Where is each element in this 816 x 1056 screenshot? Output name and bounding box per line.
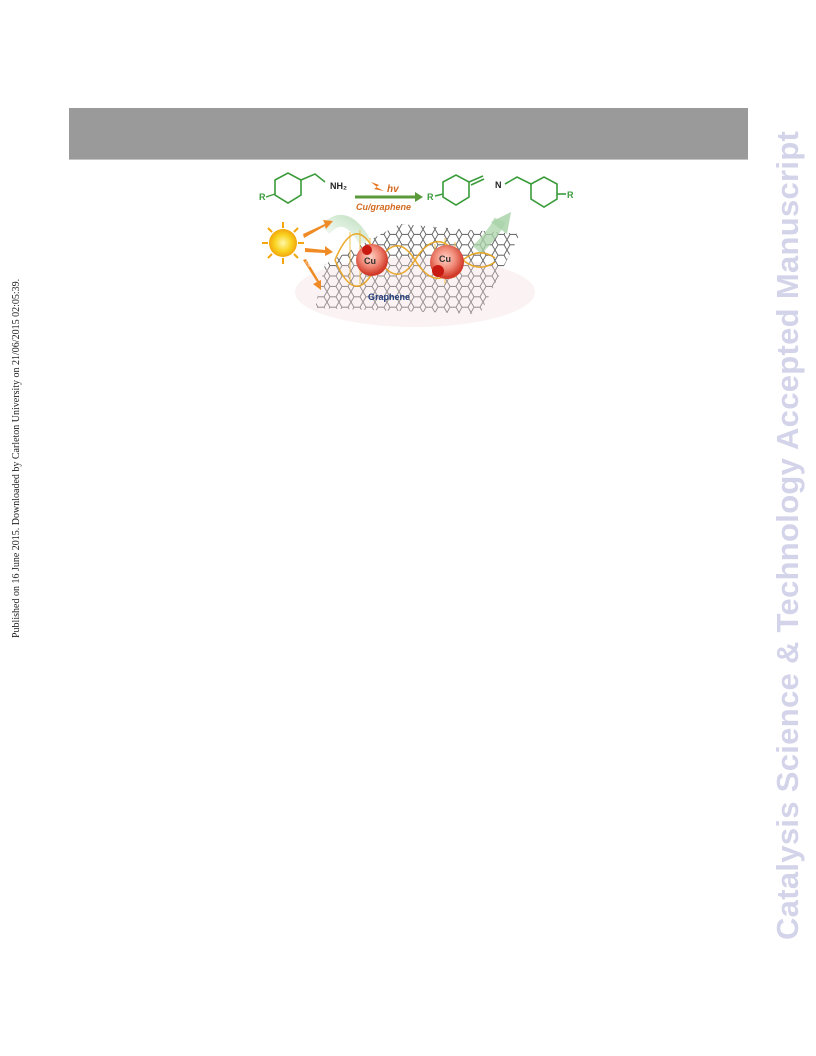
toc-graphic-svg: R NH₂ hv Cu/graphene R N R [259,172,574,327]
copper-label-2: Cu [439,254,451,264]
copper-particle-1: Cu [356,244,388,276]
product-molecule [434,174,566,208]
reactant-flow-arrow [320,214,371,246]
product-substituent-right: R [567,190,574,200]
reactant-group: NH₂ [330,181,347,191]
lightning-icon [371,182,384,191]
graphene-label: Graphene [368,292,410,302]
copper-label-1: Cu [364,256,376,266]
manuscript-watermark: Catalysis Science & Technology Accepted … [770,116,806,940]
watermark-text: Catalysis Science & Technology Accepted … [770,130,805,940]
reaction-arrow [355,192,423,202]
reactant-molecule [274,172,326,204]
publication-stamp: Published on 16 June 2015. Downloaded by… [11,248,26,638]
product-substituent-left: R [427,192,434,202]
toc-graphic: R NH₂ hv Cu/graphene R N R [255,172,580,327]
reactant-substituent: R [259,192,266,202]
sun-icon [262,222,304,264]
product-imine-atom: N [495,180,502,190]
copper-particle-2: Cu [430,245,464,279]
arrow-condition-catalyst: Cu/graphene [356,202,411,212]
publication-note: Published on 16 June 2015. Downloaded by… [11,278,22,638]
header-bar [69,108,748,160]
arrow-condition-hv: hv [387,184,400,195]
light-rays [303,220,333,290]
